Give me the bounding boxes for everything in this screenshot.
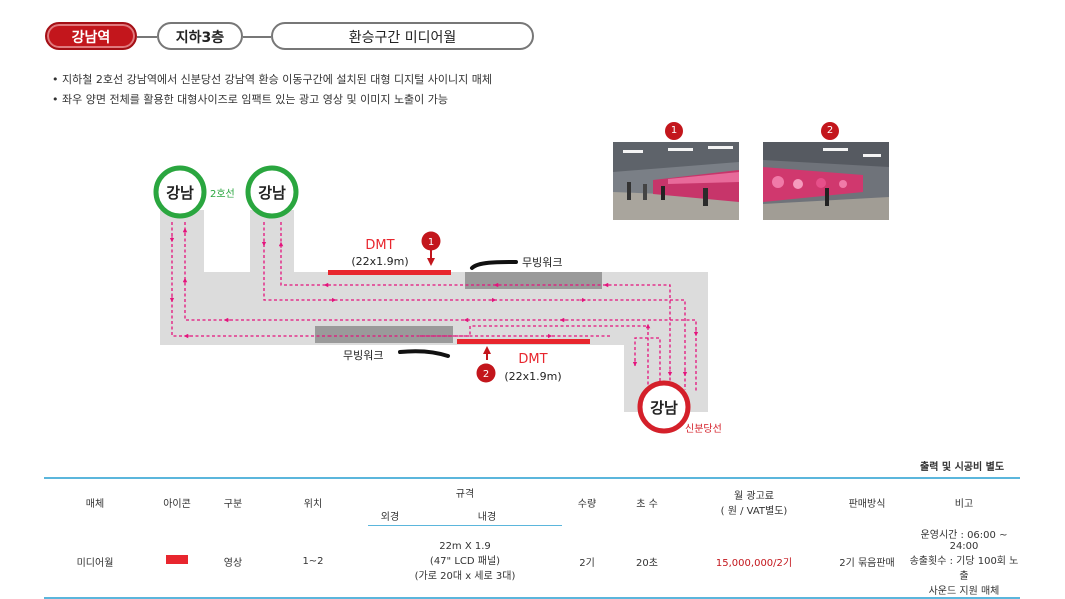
header-position: 위치 <box>258 477 368 526</box>
dmt-1-badge <box>421 231 441 251</box>
media-wall-icon <box>166 555 188 564</box>
cell-icon <box>146 525 208 599</box>
header-spec: 규격 <box>368 477 562 505</box>
moving-walkway-top <box>465 272 602 289</box>
breadcrumb-floor[interactable]: 지하3층 <box>157 22 243 50</box>
table-row: 미디어월 영상 1~2 22m X 1.9 (47" LCD 패널) (가로 2… <box>44 525 1020 599</box>
breadcrumb-station[interactable]: 강남역 <box>45 22 137 50</box>
header-seconds: 초 수 <box>612 477 682 526</box>
header-sales: 판매방식 <box>826 477 908 526</box>
breadcrumb-media[interactable]: 환승구간 미디어월 <box>271 22 534 50</box>
breadcrumb: 강남역 지하3층 환승구간 미디어월 <box>45 22 545 54</box>
station-label: 강남 <box>258 184 286 202</box>
dmt-2-title: DMT <box>518 352 547 367</box>
dmt-2-badge-number: 2 <box>483 369 489 380</box>
header-spec-inner: 내경 <box>412 505 562 526</box>
cell-media: 미디어월 <box>44 525 146 599</box>
cell-sales: 2기 묶음판매 <box>826 525 908 599</box>
cell-category: 영상 <box>208 525 258 599</box>
header-category: 구분 <box>208 477 258 526</box>
flow-arrows <box>169 227 699 377</box>
moving-walkway-bottom <box>315 326 453 343</box>
cell-spec: 22m X 1.9 (47" LCD 패널) (가로 20대 x 세로 3대) <box>368 525 562 599</box>
cell-seconds: 20초 <box>612 525 682 599</box>
description-item: • 좌우 양면 전체를 활용한 대형사이즈로 임팩트 있는 광고 영상 및 이미… <box>52 93 449 106</box>
breadcrumb-connector <box>243 36 271 38</box>
header-qty: 수량 <box>562 477 612 526</box>
breadcrumb-connector <box>137 36 157 38</box>
cell-remarks: 운영시간 : 06:00 ~ 24:00 송출횟수 : 기당 100회 노출 사… <box>908 525 1020 599</box>
dmt-1-badge-number: 1 <box>428 237 434 248</box>
photo-badge-1: 1 <box>665 122 683 140</box>
description-item: • 지하철 2호선 강남역에서 신분당선 강남역 환승 이동구간에 설치된 대형… <box>52 73 493 86</box>
line2-label: 2호선 <box>210 188 235 200</box>
walkway-label-top: 무빙워크 <box>522 256 562 269</box>
header-media: 매체 <box>44 477 146 526</box>
dmt-1-bar <box>328 270 451 275</box>
flow-paths <box>171 222 697 392</box>
sinbundang-label: 신분당선 <box>685 423 722 435</box>
cell-qty: 2기 <box>562 525 612 599</box>
header-spec-outer: 외경 <box>368 505 412 526</box>
station-label: 강남 <box>166 184 194 202</box>
header-remarks: 비고 <box>908 477 1020 526</box>
header-icon: 아이콘 <box>146 477 208 526</box>
walkway-label-bottom: 무빙워크 <box>343 349 383 362</box>
dmt-1-title: DMT <box>365 238 394 253</box>
cost-note: 출력 및 시공비 별도 <box>920 462 1005 473</box>
media-photo-2 <box>763 142 889 220</box>
dmt-2-size: (22x1.9m) <box>504 370 561 383</box>
dmt-2-badge <box>476 363 496 383</box>
description-list: • 지하철 2호선 강남역에서 신분당선 강남역 환승 이동구간에 설치된 대형… <box>52 70 492 110</box>
header-fee: 월 광고료 ( 원 / VAT별도) <box>682 477 826 526</box>
station-line2-right <box>245 165 299 219</box>
media-photo-1 <box>613 142 739 220</box>
walkway-direction-arrow-top <box>470 260 518 270</box>
cell-position: 1~2 <box>258 525 368 599</box>
dmt-1-size: (22x1.9m) <box>351 255 408 268</box>
dmt-2-bar <box>457 339 590 344</box>
station-line2-left <box>153 165 207 219</box>
cell-fee: 15,000,000/2기 <box>682 525 826 599</box>
spec-table: 매체 아이콘 구분 위치 규격 수량 초 수 월 광고료 ( 원 / VAT별도… <box>44 477 1020 599</box>
walkway-direction-arrow-bottom <box>398 349 450 358</box>
station-sinbundang <box>637 380 691 434</box>
station-label: 강남 <box>650 399 678 417</box>
photo-badge-2: 2 <box>821 122 839 140</box>
